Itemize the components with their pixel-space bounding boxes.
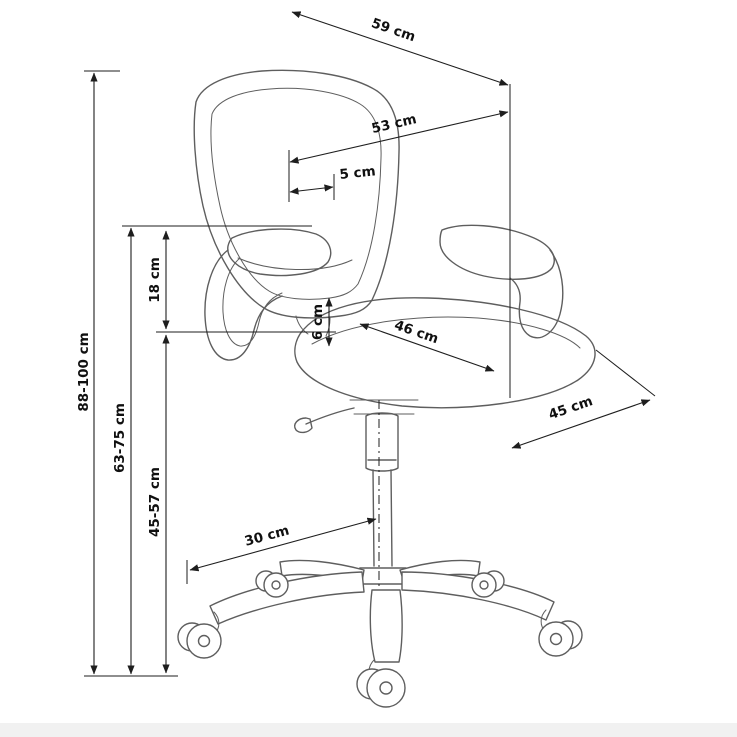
dim-armrest-height: 63-75 cm bbox=[112, 225, 312, 675]
backrest-lumbar-curve bbox=[237, 257, 353, 271]
dim-seat-thickness-label: 6 cm bbox=[310, 304, 326, 340]
caster-back-right bbox=[471, 570, 505, 598]
dim-base-leg-label: 30 cm bbox=[243, 523, 291, 550]
dim-seat-depth: 45 cm bbox=[511, 349, 656, 449]
dim-seat-depth-label: 45 cm bbox=[547, 393, 595, 423]
backrest-inner-frame bbox=[210, 87, 382, 300]
seat-cushion bbox=[294, 297, 596, 409]
backrest-support-left bbox=[295, 315, 309, 335]
left-armrest-pad bbox=[227, 228, 332, 277]
footer-strip bbox=[0, 723, 737, 737]
dim-backrest-offset-label: 5 cm bbox=[339, 163, 377, 183]
left-armrest-loop-outer bbox=[204, 249, 283, 361]
height-lever-handle bbox=[294, 417, 313, 434]
caster-left bbox=[177, 611, 222, 659]
caster-hub bbox=[379, 681, 393, 695]
dim-base-leg: 30 cm bbox=[186, 400, 380, 588]
gas-lift-upper-cylinder bbox=[365, 412, 399, 472]
dim-armrest-height-label: 63-75 cm bbox=[112, 403, 128, 473]
left-armrest-loop-inner bbox=[222, 257, 283, 347]
dim-seat-width: 46 cm bbox=[359, 317, 495, 372]
caster-wheel bbox=[186, 623, 222, 659]
dim-backrest-width-label: 53 cm bbox=[370, 111, 418, 137]
seat-mechanism-plate bbox=[349, 399, 419, 415]
extension-line-seat-rear bbox=[595, 349, 656, 397]
dimension-arrow bbox=[511, 399, 651, 449]
caster-hub bbox=[549, 632, 563, 646]
caster-wheel bbox=[366, 668, 406, 708]
backrest-outline bbox=[193, 69, 400, 319]
dimension-arrow bbox=[291, 11, 509, 86]
dim-armrest-above-seat-label: 18 cm bbox=[147, 257, 163, 303]
caster-front bbox=[356, 659, 406, 708]
right-armrest-loop-outer bbox=[509, 249, 564, 339]
dim-overall-height-label: 88-100 cm bbox=[76, 332, 92, 411]
dimension-annotations: 88-100 cm 63-75 cm 18 cm 45-57 cm 59 cm bbox=[76, 11, 656, 677]
gas-lift-lower-shaft bbox=[372, 469, 393, 567]
caster-back-left bbox=[255, 570, 289, 598]
caster-wheel bbox=[538, 621, 574, 657]
caster-wheel bbox=[471, 572, 497, 598]
dim-seat-height: 45-57 cm bbox=[147, 331, 336, 674]
caster-wheel bbox=[263, 572, 289, 598]
dim-seat-thickness: 6 cm bbox=[310, 297, 333, 347]
caster-hub bbox=[197, 634, 211, 648]
base-leg-left bbox=[209, 571, 365, 625]
height-lever-arm bbox=[305, 407, 355, 425]
dim-seat-height-label: 45-57 cm bbox=[147, 467, 163, 537]
right-armrest-pad bbox=[439, 224, 555, 280]
caster-hub bbox=[479, 580, 489, 590]
caster-hub bbox=[271, 580, 281, 590]
dim-overall-height: 88-100 cm bbox=[76, 70, 178, 677]
base-leg-front bbox=[369, 589, 403, 663]
dim-seat-width-label: 46 cm bbox=[392, 317, 440, 347]
dim-backrest-offset: 5 cm bbox=[289, 163, 377, 200]
seat-seam bbox=[311, 316, 581, 349]
caster-right bbox=[538, 609, 583, 657]
dimension-arrow bbox=[189, 517, 377, 572]
dimension-arrow bbox=[289, 184, 334, 195]
dimension-arrow bbox=[289, 110, 509, 164]
chair-drawing bbox=[177, 69, 596, 708]
dim-armrest-above-seat: 18 cm bbox=[147, 230, 170, 330]
dimension-arrow bbox=[359, 323, 495, 372]
